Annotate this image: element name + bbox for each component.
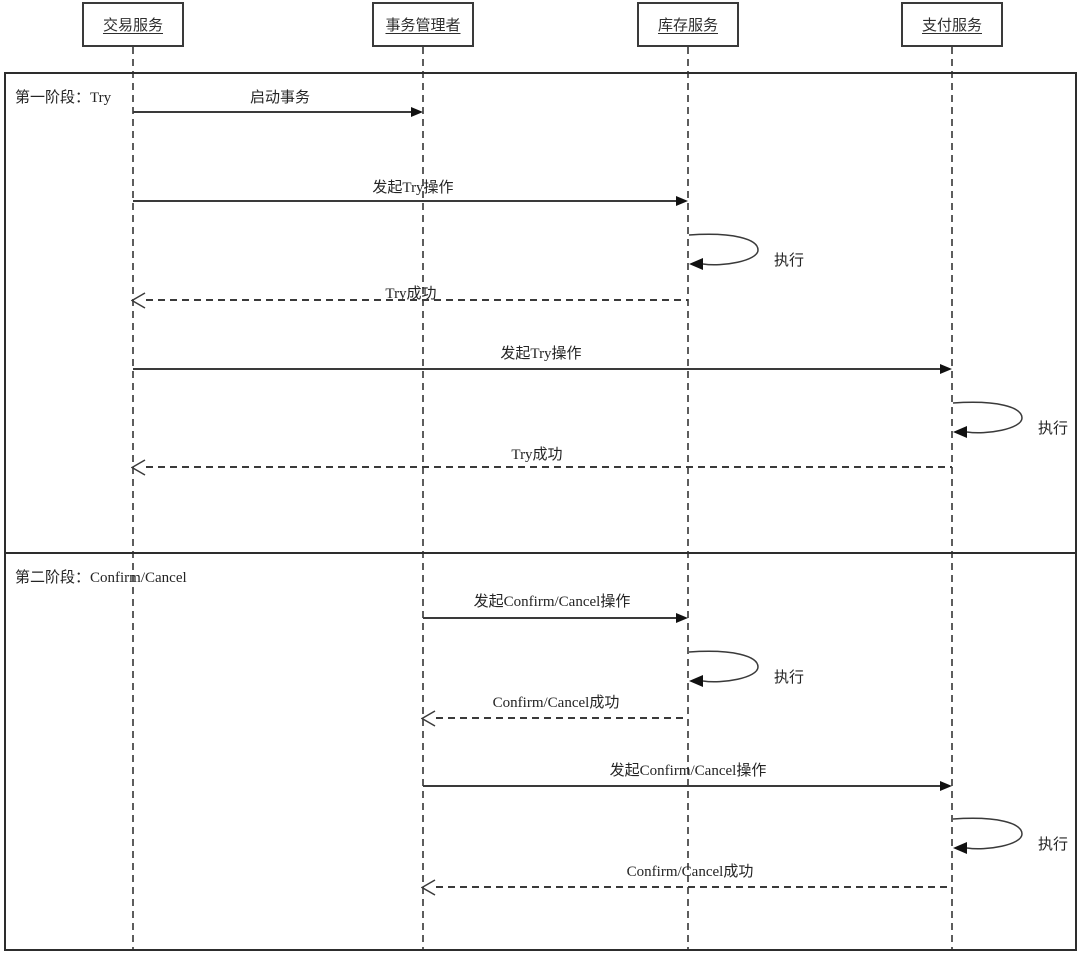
lifeline-payment-service — [951, 47, 953, 950]
participant-name: 交易服务 — [102, 18, 163, 34]
self-loop-arrow-icon — [952, 401, 1023, 438]
message-line — [423, 785, 941, 787]
filled-arrowhead-icon — [411, 107, 423, 117]
participant-payment-service: 支付服务 — [901, 2, 1003, 47]
message-line — [423, 617, 677, 619]
filled-arrowhead-icon — [940, 364, 952, 374]
phase-frame-try: 第一阶段：Try — [4, 72, 1077, 554]
phase-label-try: 第一阶段：Try — [15, 90, 112, 106]
message-label: 执行 — [1038, 421, 1069, 437]
message-line — [436, 886, 952, 888]
open-arrowhead-icon — [421, 879, 436, 896]
message-label: Confirm/Cancel成功 — [626, 864, 754, 880]
phase-frame-confirm-cancel: 第二阶段：Confirm/Cancel — [4, 554, 1077, 951]
message-line — [436, 717, 688, 719]
message-line — [133, 200, 677, 202]
self-loop-arrow-icon — [952, 817, 1023, 854]
message-line — [133, 111, 413, 113]
message-label: 执行 — [1038, 837, 1069, 853]
participant-name: 事务管理者 — [385, 18, 461, 34]
self-loop-arrow-icon — [688, 650, 759, 687]
message-label: 执行 — [774, 670, 805, 686]
participant-inventory-service: 库存服务 — [637, 2, 739, 47]
participant-name: 支付服务 — [921, 18, 982, 34]
message-label: Confirm/Cancel成功 — [492, 695, 620, 711]
phase-label-confirm-cancel: 第二阶段：Confirm/Cancel — [15, 570, 187, 586]
message-label: 发起Confirm/Cancel操作 — [609, 763, 767, 779]
message-line — [146, 466, 952, 468]
lifeline-inventory-service — [687, 47, 689, 950]
message-line — [146, 299, 688, 301]
filled-arrowhead-icon — [676, 196, 688, 206]
participant-transaction-service: 交易服务 — [82, 2, 184, 47]
participant-transaction-manager: 事务管理者 — [372, 2, 474, 47]
message-label: 执行 — [774, 253, 805, 269]
message-line — [133, 368, 941, 370]
lifeline-transaction-manager — [422, 47, 424, 950]
message-label: 启动事务 — [249, 90, 311, 106]
message-label: Try成功 — [511, 447, 563, 463]
open-arrowhead-icon — [131, 292, 146, 309]
filled-arrowhead-icon — [940, 781, 952, 791]
message-label: 发起Confirm/Cancel操作 — [473, 594, 631, 610]
filled-arrowhead-icon — [676, 613, 688, 623]
message-label: Try成功 — [385, 286, 437, 302]
self-loop-arrow-icon — [688, 233, 759, 270]
lifeline-transaction-service — [132, 47, 134, 950]
open-arrowhead-icon — [421, 710, 436, 727]
open-arrowhead-icon — [131, 459, 146, 476]
message-label: 发起Try操作 — [500, 346, 582, 362]
message-label: 发起Try操作 — [372, 180, 454, 196]
participant-name: 库存服务 — [657, 18, 718, 34]
